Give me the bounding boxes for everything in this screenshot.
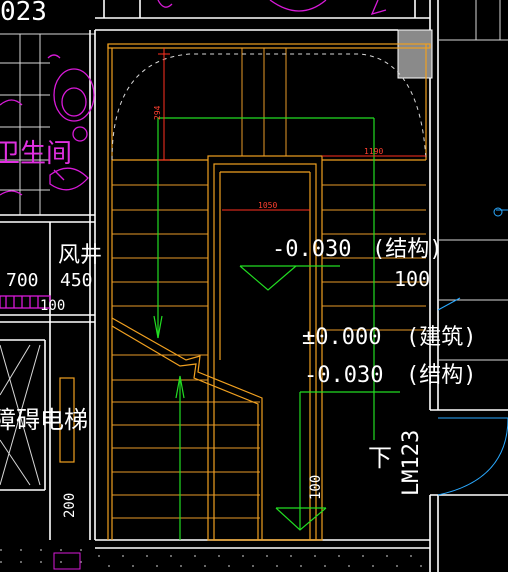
red-dim-294-label: 294 (153, 105, 162, 120)
elevation-zero-label: ±0.000 (302, 325, 381, 350)
elevation-struct2-label: -0.030 (304, 363, 383, 388)
door-tag-label: LM123 (399, 430, 424, 496)
axis-lines (153, 117, 400, 540)
struct-label-2: (结构) (406, 363, 477, 388)
struct-label: (结构) (372, 237, 443, 262)
elevation-struct-label: -0.030 (272, 237, 351, 262)
dim-100-mid-label: 100 (394, 267, 430, 291)
dim-100-left-label: 100 (40, 298, 65, 314)
stair-treads (111, 48, 426, 540)
dim-100-bottom-label: 100 (308, 475, 324, 500)
elevator-label: 障碍电梯 (0, 406, 88, 434)
red-dimensions (158, 48, 426, 211)
dim-700-label: 700 (6, 270, 39, 291)
column-block (397, 29, 433, 79)
stair-outline (107, 43, 431, 541)
air-shaft-label: 风井 (58, 243, 102, 268)
walls (95, 0, 508, 572)
bathroom-label: 卫生间 (0, 139, 72, 169)
arch-label: (建筑) (406, 325, 477, 350)
door-swings (437, 207, 508, 496)
left-tile-grid (0, 30, 96, 540)
down-label: 下 (368, 444, 392, 472)
red-dim-1050-label: 1050 (258, 201, 277, 210)
bathroom-fixtures (0, 0, 387, 309)
red-dim-1190-label: 1190 (364, 147, 383, 156)
dim-450-label: 450 (60, 270, 93, 291)
dim-200-label: 200 (62, 493, 78, 518)
floor-hatch (0, 549, 428, 567)
dashed-landing-arc (111, 53, 427, 161)
top-number-label: 023 (0, 0, 47, 27)
floor-hatch-magenta (53, 552, 81, 570)
